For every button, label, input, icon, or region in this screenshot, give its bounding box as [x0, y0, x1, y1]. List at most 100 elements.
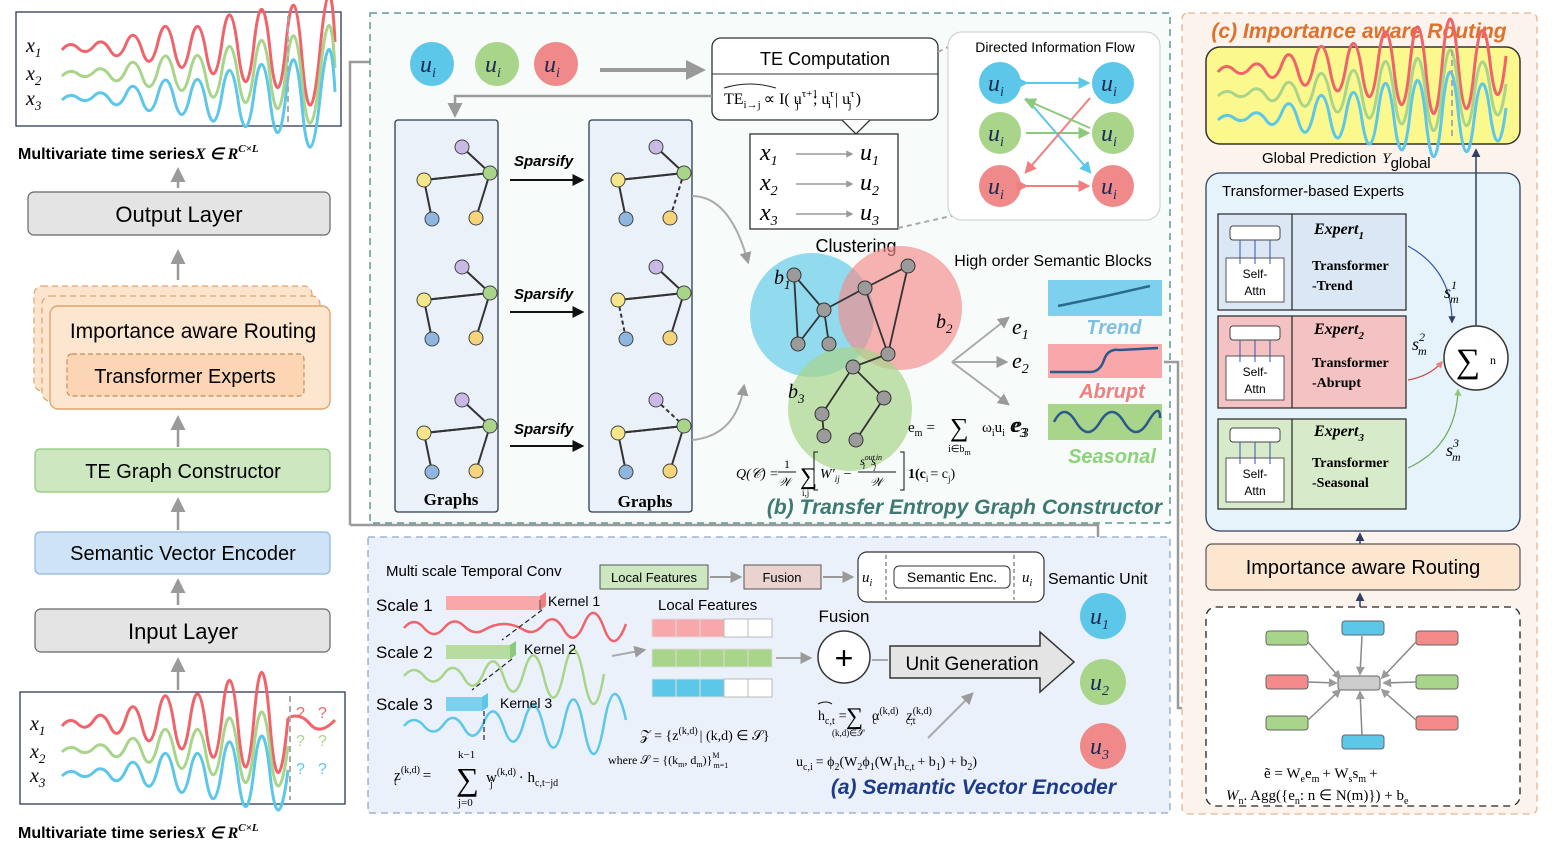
svg-text:u2: u2	[1090, 670, 1109, 699]
mapping-rows: x1 u1 x2 u2 x3 u3	[759, 140, 879, 229]
svg-text:x1: x1	[759, 140, 778, 169]
cluster-node	[848, 432, 864, 448]
svg-text:x1: x1	[25, 35, 41, 60]
cluster-node	[845, 359, 861, 375]
cluster-node	[880, 346, 896, 362]
input-series-x1	[60, 671, 290, 774]
svg-text:Importance aware Routing: Importance aware Routing	[1246, 557, 1481, 579]
graph-edge	[669, 172, 685, 219]
graph-node	[424, 211, 440, 227]
z-formula: z(k,d)t= ∑ k−1 j=0 w(k,d)j· hc,t−jd	[394, 749, 558, 809]
svg-text:x1: x1	[29, 713, 45, 738]
svg-text:α(k,d)c z(k,d)c,t: α(k,d)c z(k,d)c,t	[872, 706, 932, 727]
graph-node	[662, 210, 678, 226]
cluster-node	[821, 336, 837, 352]
svg-text:Q(𝒞) =: Q(𝒞) =	[736, 467, 779, 482]
unit-generation-arrow	[889, 630, 1076, 694]
svg-text:ui: ui	[988, 71, 1004, 100]
graph-drawings	[416, 139, 692, 480]
svg-text:1: 1	[784, 457, 790, 471]
svg-text:where 𝒮 = {(km, dm)}Mm=1: where 𝒮 = {(km, dm)}Mm=1	[608, 751, 728, 770]
svg-text:Self-: Self-	[1243, 267, 1268, 281]
expert-1: Self- Attn Expert1 Transformer -Trend	[1217, 213, 1407, 311]
output-label-x2: x	[25, 63, 35, 85]
panel-a: Multi scale Temporal Conv Local Features…	[367, 536, 1171, 814]
graph-node	[618, 211, 634, 227]
svg-text:+: +	[835, 640, 854, 676]
svg-text:Scale 3: Scale 3	[376, 695, 433, 714]
experts-inner-label: Transformer Experts	[94, 366, 276, 388]
te-computation-title: TE Computation	[760, 49, 890, 69]
graph-node	[610, 292, 626, 308]
Z-set-formula: 𝒵 = {z(k,d)| (k,d) ∈ 𝒮} where 𝒮 = {(km, …	[608, 726, 770, 770]
svg-text:x2: x2	[29, 741, 46, 766]
svg-text:ui: ui	[485, 52, 501, 81]
svg-text:ui: ui	[862, 570, 873, 589]
input-series-x3	[60, 734, 290, 812]
panel-b-caption: (b) Transfer Entropy Graph Constructor	[767, 496, 1164, 519]
svg-text:Self-: Self-	[1243, 467, 1268, 481]
output-caption: Multivariate time seriesX ∈ RC×L	[18, 143, 259, 163]
te-graph-label: TE Graph Constructor	[85, 461, 281, 483]
u-formula: uc,i= ϕ2(W2ϕ1(W1hc,t+ b1) + b2)	[796, 755, 977, 773]
input-series-lines: ? ? ? ? ? ?	[60, 671, 337, 812]
svg-text:Semantic Enc.: Semantic Enc.	[907, 569, 997, 585]
svg-text:(k,d)∈𝒮: (k,d)∈𝒮	[832, 728, 865, 738]
fusion-box	[743, 564, 822, 590]
svg-text:n: n	[1490, 353, 1496, 367]
aggregation-box	[1205, 606, 1521, 807]
cluster-node	[816, 428, 832, 444]
svg-text:x2: x2	[25, 63, 42, 88]
output-series-x1	[60, 0, 337, 107]
svg-text:Sparsify: Sparsify	[514, 286, 574, 303]
svg-text:Sparsify: Sparsify	[514, 153, 574, 170]
svg-text:ui: ui	[1101, 174, 1117, 203]
cluster-node	[786, 267, 802, 283]
cluster-node	[900, 258, 916, 274]
graph-node	[662, 330, 678, 346]
graph-node	[618, 331, 634, 347]
svg-text:∑: ∑	[456, 761, 479, 797]
routing-block-label: Importance aware Routing	[70, 320, 316, 343]
svg-text:b2: b2	[936, 311, 953, 336]
graph-edge	[423, 172, 491, 181]
seasonal-label: Seasonal	[1068, 446, 1156, 468]
aggregation-formula-2: Wn. Agg({en: n ∈ N(m)}) + be	[1226, 788, 1409, 807]
svg-text:𝒵 = {z(k,d)| (k,d) ∈ 𝒮}: 𝒵 = {z(k,d)| (k,d) ∈ 𝒮}	[640, 726, 770, 744]
svg-text:Expert1: Expert1	[1313, 221, 1364, 242]
semantic-blocks-title: High order Semantic Blocks	[954, 253, 1151, 270]
svg-text:ui: ui	[1101, 71, 1117, 100]
svg-text:s2m: s2m	[1412, 330, 1427, 358]
svg-text:∑: ∑	[800, 464, 817, 490]
svg-text:?: ?	[296, 761, 305, 778]
svg-text:Attn: Attn	[1244, 382, 1265, 396]
cluster-node	[857, 280, 873, 296]
svg-text:i∈bm: i∈bm	[948, 444, 972, 457]
svg-text:Transformer: Transformer	[1312, 356, 1389, 371]
svg-text:Transformer: Transformer	[1312, 456, 1389, 471]
cluster-b2	[838, 246, 962, 370]
cluster-node	[814, 406, 830, 422]
graph-node	[648, 259, 664, 275]
graph-node	[648, 392, 664, 408]
panel-c: (c) Importance aware Routing Global Pred…	[1181, 12, 1538, 815]
unit-green	[475, 42, 519, 86]
svg-text:z(k,d)t=: z(k,d)t=	[394, 765, 431, 788]
output-layer-label: Output Layer	[115, 202, 242, 227]
cluster-edge	[823, 287, 866, 311]
routing-box	[1205, 543, 1521, 591]
output-sub-x2: 2	[35, 73, 42, 88]
svg-text:ωiui: ωiui	[982, 420, 1005, 439]
svg-text:e1: e1	[1012, 314, 1029, 343]
graphs-label-right: Graphs	[618, 492, 673, 511]
output-sub-x3: 3	[34, 98, 42, 113]
graph-node	[482, 285, 498, 301]
svg-text:Kernel 3: Kernel 3	[500, 695, 552, 711]
sve-block	[34, 531, 331, 575]
output-sub-x1: 1	[35, 45, 42, 60]
trend-block	[1048, 280, 1162, 316]
svg-text:ui: ui	[544, 52, 560, 81]
semantic-unit-u2	[1080, 659, 1126, 705]
semantic-unit-u1	[1080, 593, 1126, 639]
cluster-edge	[864, 265, 909, 289]
